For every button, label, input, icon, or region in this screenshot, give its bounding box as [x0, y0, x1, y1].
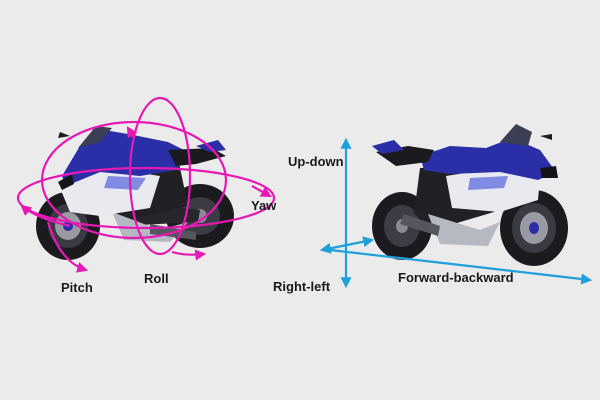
right-left-axis	[319, 236, 375, 254]
pitch-arrowhead	[46, 221, 89, 273]
mirror-left	[58, 132, 70, 138]
windscreen-left	[78, 126, 112, 148]
headlight-right	[540, 166, 558, 178]
forward-backward-axis	[329, 248, 593, 285]
front-wheel-right	[500, 190, 568, 266]
decal-right	[468, 176, 508, 190]
windscreen-right	[500, 124, 532, 146]
tail-blue-left	[196, 140, 226, 152]
roll-ellipse	[128, 96, 192, 256]
roll-arrowhead-top	[126, 126, 138, 139]
pitch-label: Pitch	[61, 280, 93, 295]
pitch-ellipse	[40, 120, 228, 240]
translation-axes	[319, 137, 593, 289]
motorcycle-image-right	[372, 124, 568, 266]
yaw-arrowhead-right	[251, 185, 272, 198]
roll-arrowhead	[171, 249, 207, 261]
up-down-label: Up-down	[288, 154, 344, 169]
belly-pan-right	[428, 214, 500, 246]
tail-blue-right	[372, 140, 404, 154]
roll-label: Roll	[144, 271, 169, 286]
fairing-blue-right	[420, 138, 556, 180]
fairing-blue-left	[62, 130, 188, 186]
motorcycle-image-left	[36, 126, 234, 260]
seat-tail-left	[168, 148, 226, 166]
headlight-left	[58, 174, 74, 190]
right-left-label: Right-left	[273, 279, 331, 294]
side-fairing-white-right	[446, 168, 540, 212]
yaw-label: Yaw	[251, 198, 277, 213]
exhaust-right	[400, 214, 440, 236]
rotation-arrows	[16, 96, 276, 273]
yaw-arrowhead	[20, 204, 71, 228]
mirror-right	[540, 134, 552, 140]
decal-left	[104, 176, 146, 190]
yaw-ellipse	[16, 166, 276, 230]
forward-backward-label: Forward-backward	[398, 270, 514, 285]
